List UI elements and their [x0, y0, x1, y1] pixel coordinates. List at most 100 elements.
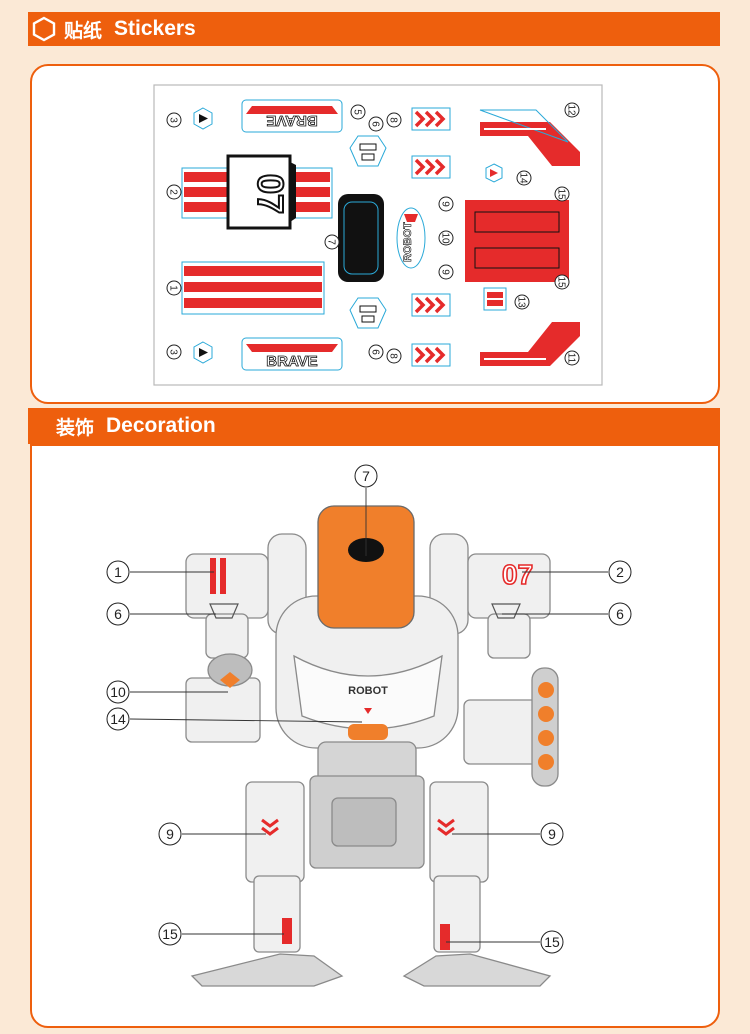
sticker-visor-7: [338, 194, 384, 282]
number-label: 7: [324, 234, 340, 250]
decoration-title-zh: 装饰: [56, 416, 95, 439]
svg-text:8: 8: [387, 353, 398, 359]
number-label: 9: [438, 264, 454, 280]
left-shin: [253, 875, 301, 953]
decoration-header: 装饰 Decoration: [28, 408, 720, 444]
gun-barrel-3: [538, 730, 554, 746]
number-label: 11: [564, 350, 580, 366]
number-label: 15: [554, 186, 570, 202]
svg-text:14: 14: [110, 711, 126, 727]
sticker-robot-13: [483, 287, 507, 311]
right-upper-arm: [487, 613, 531, 659]
svg-text:10: 10: [439, 232, 450, 244]
sticker-chevron-8a: [411, 107, 451, 131]
svg-text:1: 1: [114, 564, 122, 580]
sticker-badge-14: [485, 163, 503, 183]
number-label: 5: [350, 104, 366, 120]
number-label: 6: [368, 344, 384, 360]
svg-text:7: 7: [325, 239, 336, 245]
number-label: 1: [106, 560, 130, 584]
decoration-title-en: Decoration: [106, 414, 216, 437]
number-label: 3: [166, 112, 182, 128]
decal-15-right: [440, 924, 450, 950]
sticker-brave-bottom: BRAVE: [241, 337, 343, 371]
number-label: 12: [564, 102, 580, 118]
brave-text-top: BRAVE: [266, 112, 317, 129]
sticker-shield-5-bottom: [349, 297, 387, 329]
number-label: 14: [516, 170, 532, 186]
number-label: 6: [608, 602, 632, 626]
svg-text:12: 12: [565, 104, 576, 116]
number-label: 14: [106, 707, 130, 731]
number-07-text: 07: [250, 174, 291, 214]
number-label: 15: [554, 274, 570, 290]
number-label: 9: [438, 196, 454, 212]
sticker-panel-15: [465, 200, 569, 282]
robot-text-sheet: ROBOT: [402, 222, 414, 262]
right-foot: [402, 953, 552, 987]
svg-text:2: 2: [167, 189, 178, 195]
sticker-chevron-8c: [411, 293, 451, 317]
sticker-07: 07: [226, 154, 296, 230]
sticker-stripes-1: [181, 261, 325, 315]
decal-9-right: [437, 818, 455, 836]
number-label: 15: [158, 922, 182, 946]
svg-text:1: 1: [167, 285, 178, 291]
number-label: 10: [106, 680, 130, 704]
svg-text:14: 14: [517, 172, 528, 184]
number-label: 8: [386, 348, 402, 364]
right-fist: [463, 699, 539, 765]
chest-plate: [293, 654, 443, 730]
decal-14: [364, 708, 372, 714]
svg-text:3: 3: [167, 349, 178, 355]
decal-shield-6-right: [491, 603, 521, 619]
left-fist: [185, 677, 261, 743]
sticker-robot-10: ROBOT: [396, 207, 426, 269]
sticker-brave-top: BRAVE: [241, 99, 343, 133]
sticker-swoosh-12: [479, 109, 580, 166]
svg-text:6: 6: [369, 349, 380, 355]
left-shoulder: [185, 553, 269, 619]
svg-text:6: 6: [114, 606, 122, 622]
left-foot: [190, 953, 344, 987]
svg-text:6: 6: [369, 121, 380, 127]
hexagon-icon: [32, 16, 56, 42]
decal-10: [220, 672, 240, 688]
decal-stripe-1a: [210, 558, 216, 594]
gun-barrel-2: [538, 706, 554, 722]
chest-light: [348, 724, 388, 740]
svg-text:15: 15: [555, 188, 566, 200]
number-label: 3: [166, 344, 182, 360]
decal-stripe-1b: [220, 558, 226, 594]
left-upper-arm: [205, 613, 249, 659]
number-label: 1: [166, 280, 182, 296]
svg-text:2: 2: [616, 564, 624, 580]
decal-shield-6-left: [209, 603, 239, 619]
stickers-title-zh: 贴纸: [64, 19, 103, 42]
svg-text:3: 3: [167, 117, 178, 123]
decal-07: 07: [502, 559, 533, 590]
svg-text:15: 15: [162, 926, 178, 942]
right-thigh: [429, 781, 489, 883]
sticker-chevron-8d: [411, 343, 451, 367]
sticker-shield-5-top: [349, 135, 387, 167]
svg-text:13: 13: [515, 296, 526, 308]
svg-text:10: 10: [110, 684, 126, 700]
svg-text:15: 15: [544, 934, 560, 950]
svg-text:9: 9: [439, 201, 450, 207]
decal-9-left: [261, 818, 279, 836]
number-label: 8: [386, 112, 402, 128]
number-label: 2: [166, 184, 182, 200]
hip-core: [331, 797, 397, 847]
gun-barrel-4: [538, 754, 554, 770]
svg-text:11: 11: [565, 353, 576, 364]
decal-15-left: [282, 918, 292, 944]
number-label: 9: [158, 822, 182, 846]
decal-robot-chest: ROBOT: [348, 685, 388, 697]
svg-text:9: 9: [439, 269, 450, 275]
sticker-badge-3-top: [193, 107, 213, 130]
svg-text:8: 8: [387, 117, 398, 123]
